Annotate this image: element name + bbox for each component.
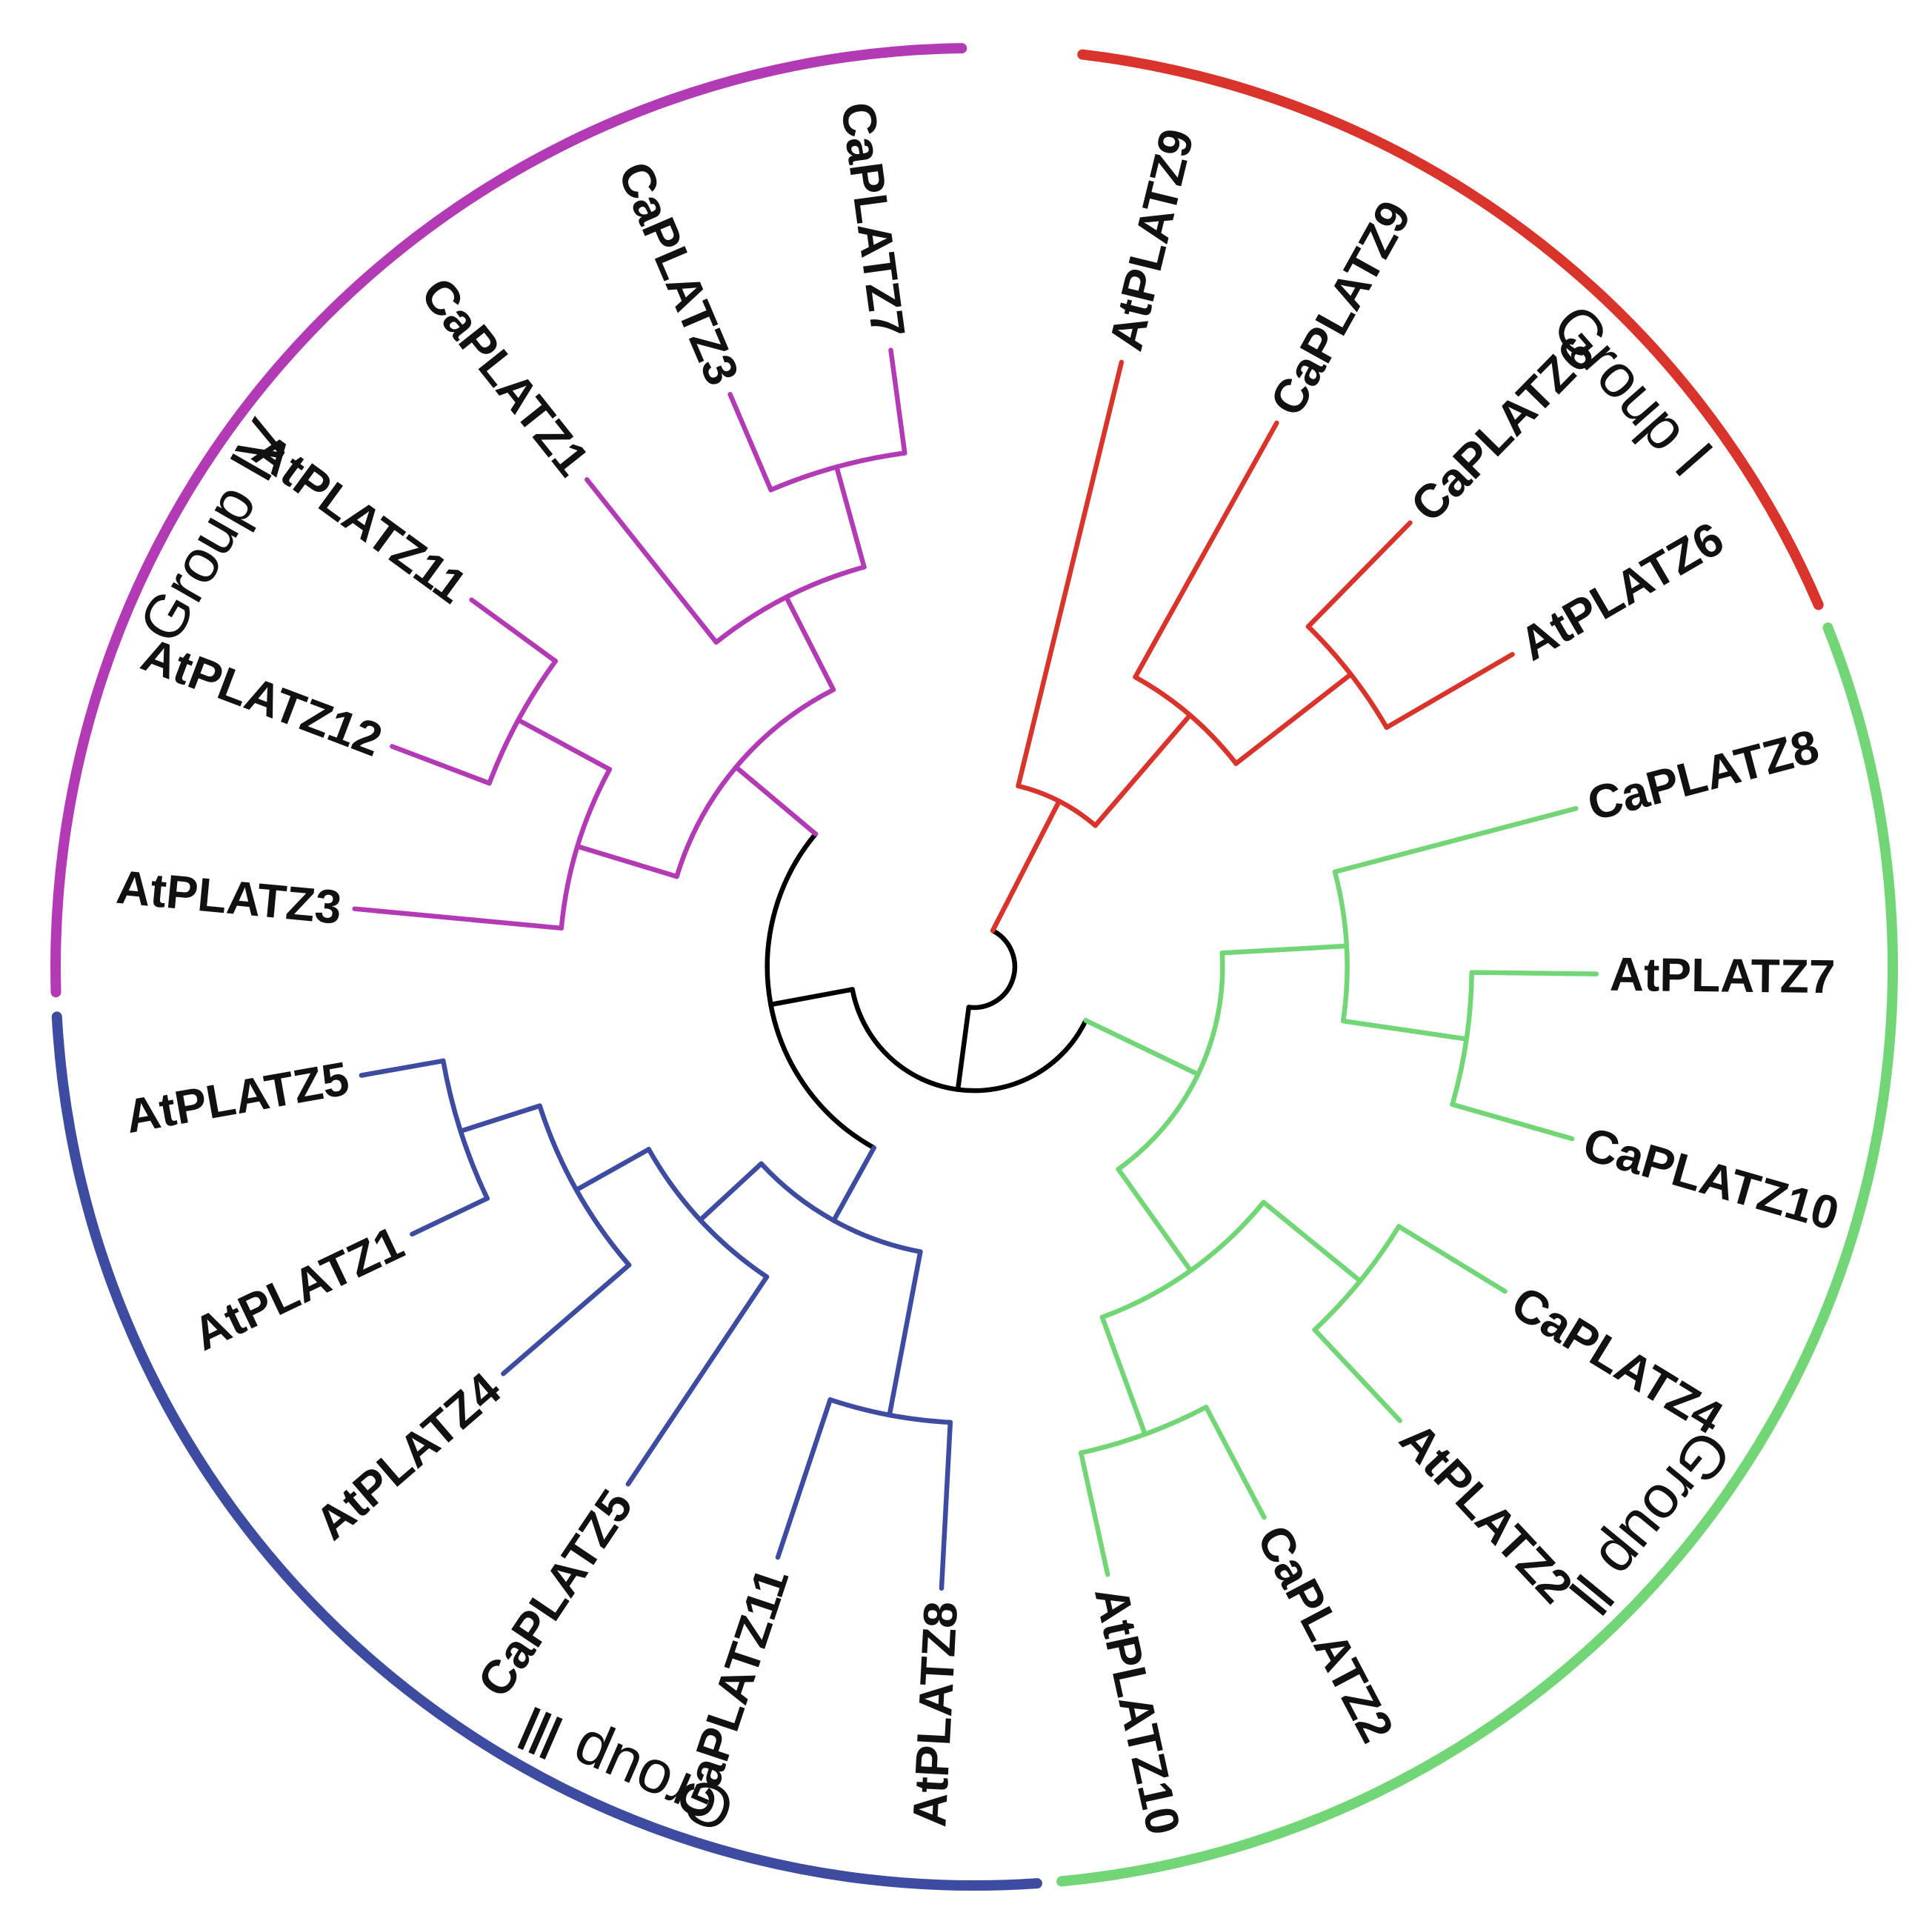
group-ring-i bbox=[1077, 49, 1824, 610]
branch bbox=[501, 1262, 632, 1377]
node-arc bbox=[1016, 783, 1098, 828]
tip-label-atplatz6: AtPLATZ6 bbox=[1510, 511, 1733, 670]
branch bbox=[573, 1147, 652, 1193]
branch bbox=[1233, 671, 1353, 766]
tip-label-atplatz12: AtPLATZ12 bbox=[135, 628, 390, 767]
branch bbox=[410, 1196, 490, 1237]
branch bbox=[888, 347, 907, 456]
group-rings bbox=[50, 43, 1899, 1891]
tip-label-atplatz2: AtPLATZ2 bbox=[1390, 1412, 1583, 1613]
tip-label-caplatz7: CaPLATZ7 bbox=[831, 99, 916, 341]
branch bbox=[516, 717, 613, 772]
branch bbox=[625, 1274, 770, 1487]
branch bbox=[775, 1397, 833, 1560]
branch bbox=[1116, 1166, 1193, 1274]
node-arc bbox=[1312, 1224, 1402, 1333]
tip-label-caplatz9: CaPLATZ9 bbox=[1260, 192, 1422, 425]
branch bbox=[1332, 806, 1579, 875]
tip-label-caplatz4: CaPLATZ4 bbox=[1502, 1276, 1732, 1445]
tip-label-caplatz10: CaPLATZ10 bbox=[1578, 1117, 1845, 1241]
node-arc bbox=[759, 1161, 923, 1254]
branch bbox=[584, 477, 719, 645]
node-arc bbox=[768, 450, 907, 493]
branch bbox=[1340, 1018, 1469, 1042]
tip-label-atplatz5: AtPLATZ5 bbox=[121, 1051, 353, 1143]
tip-label-caplatz1: CaPLATZ1 bbox=[411, 267, 600, 485]
tip-label-atplatz7: AtPLATZ7 bbox=[1609, 948, 1835, 1003]
tip-label-atplatz4: AtPLATZ4 bbox=[305, 1362, 511, 1550]
branch bbox=[575, 844, 679, 879]
node-arc bbox=[966, 928, 1018, 1011]
node-arc bbox=[441, 1058, 490, 1201]
branch bbox=[1093, 713, 1193, 828]
group-ring-iv bbox=[50, 43, 967, 998]
node-arc bbox=[1133, 674, 1239, 766]
tip-label-atplatz3: AtPLATZ3 bbox=[114, 860, 344, 934]
tip-label-caplatz3: CaPLATZ3 bbox=[607, 154, 749, 393]
branch bbox=[768, 987, 855, 1008]
branch bbox=[784, 594, 836, 693]
branch bbox=[390, 744, 492, 786]
branch bbox=[469, 597, 559, 664]
tip-label-caplatz5: CaPLATZ5 bbox=[467, 1480, 643, 1706]
branch bbox=[1016, 359, 1125, 789]
branch bbox=[1083, 1018, 1201, 1077]
branch bbox=[1469, 970, 1599, 976]
node-arc bbox=[713, 565, 867, 645]
branch bbox=[955, 1005, 972, 1092]
branch bbox=[887, 1249, 923, 1418]
branch bbox=[1219, 943, 1350, 956]
branch bbox=[458, 1103, 542, 1134]
node-arc bbox=[827, 1397, 953, 1425]
node-arc bbox=[674, 687, 836, 879]
branch bbox=[1133, 420, 1279, 680]
node-arc bbox=[1116, 951, 1225, 1172]
branch bbox=[834, 465, 867, 570]
node-arc bbox=[1099, 1199, 1266, 1320]
node-arc bbox=[1450, 970, 1474, 1107]
branch bbox=[1261, 1199, 1363, 1284]
tip-label-atplatz1: AtPLATZ1 bbox=[185, 1216, 412, 1361]
tip-label-atplatz8: AtPLATZ8 bbox=[902, 1600, 967, 1828]
branch bbox=[727, 392, 773, 493]
node-arc bbox=[765, 831, 876, 1151]
branch bbox=[1078, 1450, 1110, 1577]
node-arc bbox=[850, 987, 1088, 1094]
tree-branches bbox=[352, 347, 1599, 1591]
node-arc bbox=[1078, 1405, 1209, 1456]
node-arc bbox=[1332, 869, 1350, 1024]
branch bbox=[1203, 1405, 1267, 1520]
branch bbox=[1305, 520, 1413, 629]
node-arc bbox=[487, 659, 559, 786]
tip-label-atplatz9: AtPLATZ9 bbox=[1099, 124, 1204, 356]
branch bbox=[1450, 1102, 1575, 1142]
branch bbox=[733, 765, 819, 836]
branch bbox=[1099, 1314, 1147, 1437]
branch bbox=[352, 906, 564, 931]
tip-label-caplatz2: CaPLATZ2 bbox=[1247, 1517, 1404, 1751]
group-ring-ii bbox=[1056, 622, 1899, 1887]
node-arc bbox=[537, 1103, 632, 1268]
node-arc bbox=[559, 767, 613, 931]
tip-label-caplatz8: CaPLATZ8 bbox=[1582, 719, 1825, 831]
tip-label-atplatz10: AtPLATZ10 bbox=[1085, 1582, 1190, 1840]
branch bbox=[831, 1145, 876, 1223]
branch bbox=[990, 799, 1062, 933]
branch bbox=[1396, 1224, 1508, 1294]
node-arc bbox=[646, 1147, 770, 1279]
branch bbox=[1384, 652, 1515, 730]
branch bbox=[359, 1058, 446, 1078]
group-ring-iii bbox=[51, 1011, 1042, 1891]
branch bbox=[697, 1161, 764, 1223]
node-arc bbox=[1305, 624, 1390, 730]
branch bbox=[1312, 1327, 1402, 1423]
branch bbox=[939, 1419, 953, 1591]
